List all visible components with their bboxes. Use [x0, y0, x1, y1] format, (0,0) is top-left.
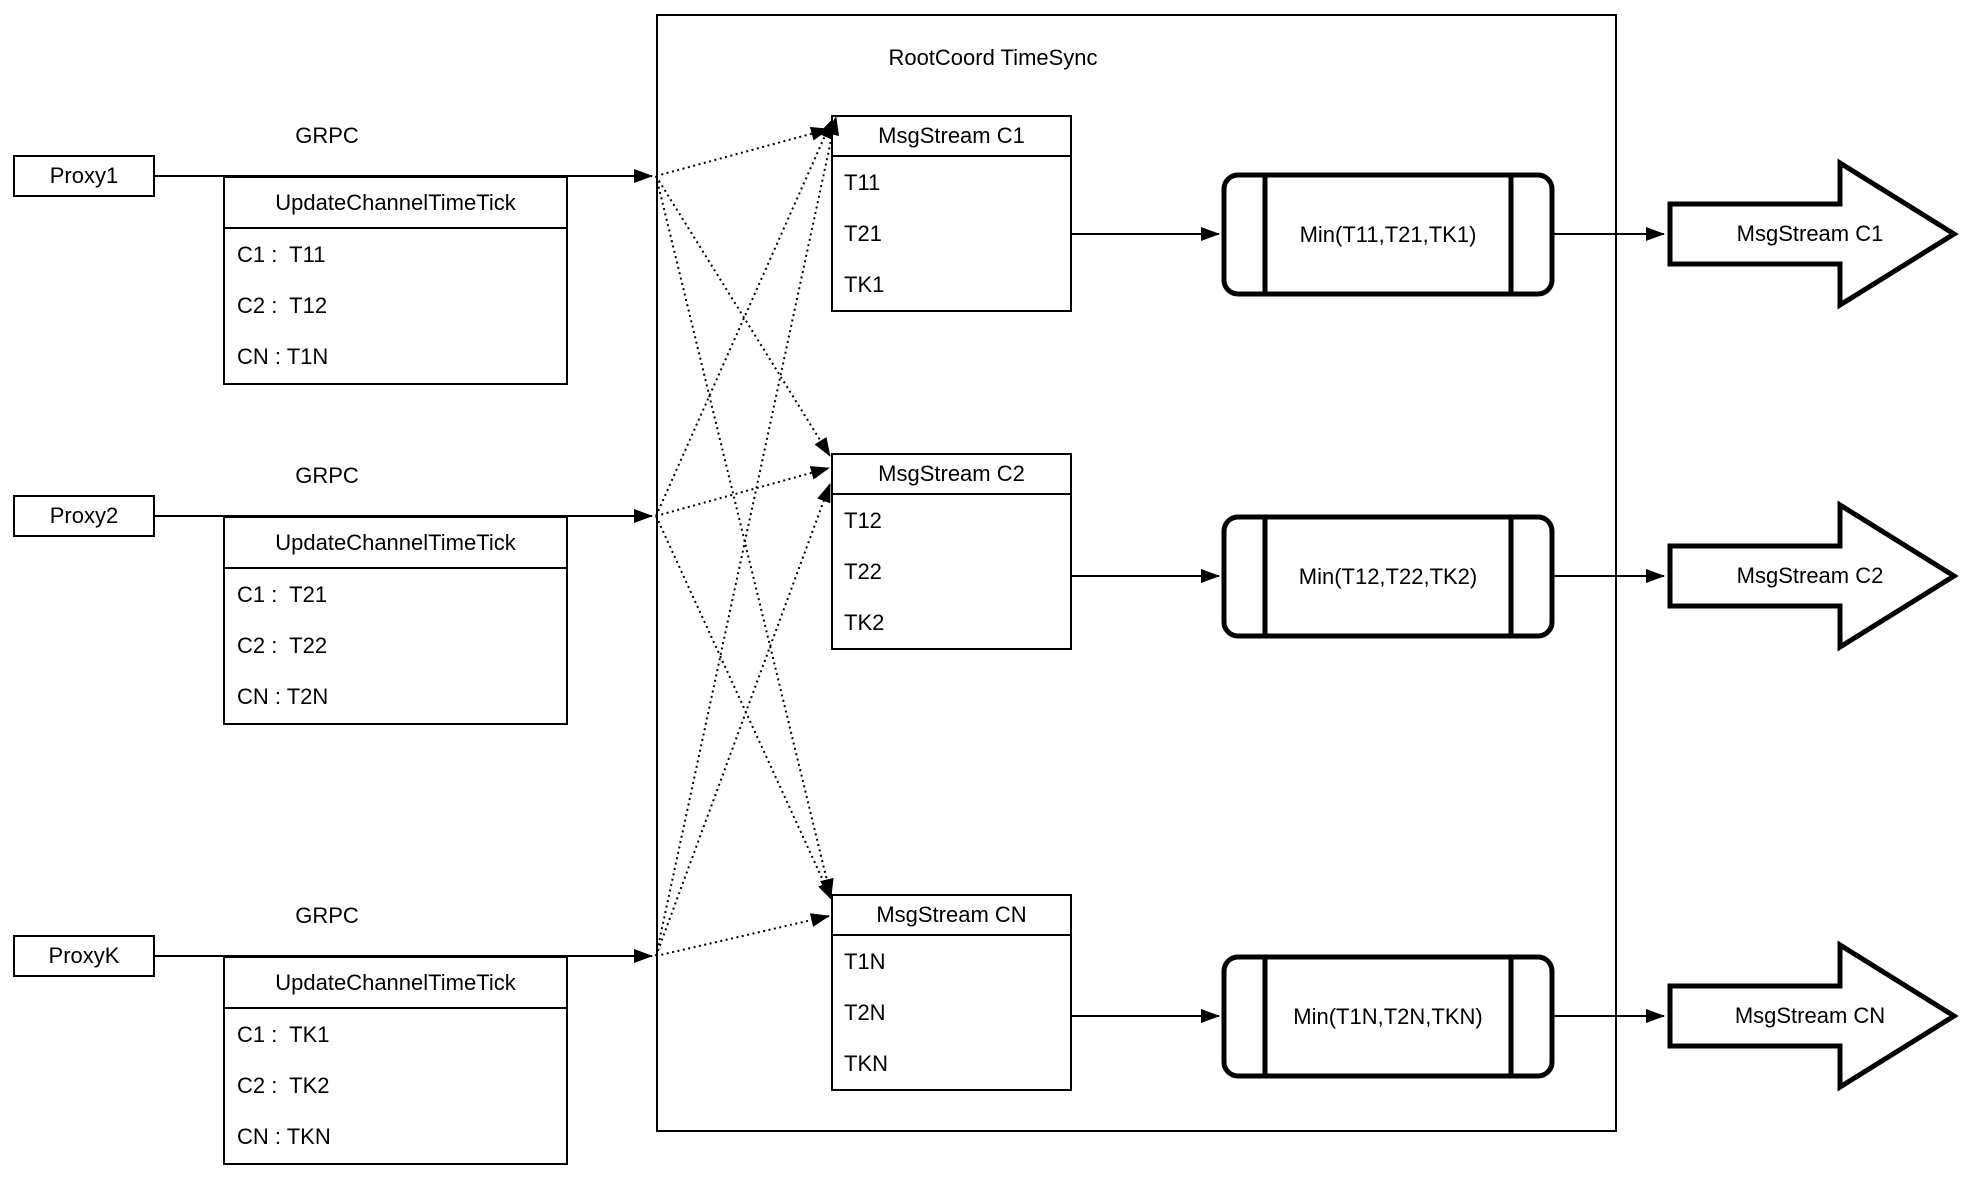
timetick-row: CN : T1N — [237, 344, 329, 370]
msgstream-table-cn: MsgStream CN T1N T2N TKN — [831, 894, 1072, 1091]
msgstream-row: TK2 — [844, 609, 885, 635]
msgstream-table-c1: MsgStream C1 T11 T21 TK1 — [831, 115, 1072, 312]
timetick-header: UpdateChannelTimeTick — [225, 958, 566, 1009]
msgstream-row: T21 — [844, 220, 882, 246]
proxy1-box: Proxy1 — [13, 155, 155, 197]
msgstream-row: T1N — [844, 948, 886, 974]
output-arrow-label-1: MsgStream C1 — [1736, 221, 1884, 246]
timetick-header: UpdateChannelTimeTick — [225, 178, 566, 229]
msgstream-header: MsgStream C1 — [833, 117, 1070, 157]
timetick-row: C2 : TK2 — [237, 1072, 330, 1098]
grpc-label-3: GRPC — [295, 903, 359, 928]
output-arrow-label-2: MsgStream C2 — [1736, 563, 1884, 588]
timetick-row: C1 : TK1 — [237, 1021, 330, 1047]
timetick-table-3: UpdateChannelTimeTick C1 : TK1 C2 : TK2 … — [223, 956, 568, 1165]
proxyk-box: ProxyK — [13, 935, 155, 977]
timetick-row: CN : T2N — [237, 684, 329, 710]
msgstream-row: T22 — [844, 558, 882, 584]
proxy2-box: Proxy2 — [13, 495, 155, 537]
min-process-label-1: Min(T11,T21,TK1) — [1299, 221, 1477, 247]
msgstream-header: MsgStream CN — [833, 896, 1070, 936]
timetick-header: UpdateChannelTimeTick — [225, 518, 566, 569]
msgstream-row: T11 — [844, 169, 881, 195]
timetick-table-1: UpdateChannelTimeTick C1 : T11 C2 : T12 … — [223, 176, 568, 385]
rootcoord-title: RootCoord TimeSync — [888, 45, 1098, 70]
timetick-row: C2 : T12 — [237, 292, 328, 318]
min-process-label-2: Min(T12,T22,TK2) — [1298, 563, 1478, 589]
min-process-label-3: Min(T1N,T2N,TKN) — [1293, 1003, 1483, 1029]
timetick-row: C1 : T11 — [237, 241, 326, 267]
msgstream-header: MsgStream C2 — [833, 455, 1070, 495]
msgstream-row: TKN — [844, 1050, 888, 1076]
timetick-row: CN : TKN — [237, 1124, 331, 1150]
grpc-label-2: GRPC — [295, 463, 359, 488]
proxy1-label: Proxy1 — [49, 163, 119, 188]
msgstream-row: TK1 — [844, 271, 885, 297]
msgstream-row: T12 — [844, 507, 882, 533]
output-arrow-label-3: MsgStream CN — [1734, 1003, 1886, 1028]
timetick-table-2: UpdateChannelTimeTick C1 : T21 C2 : T22 … — [223, 516, 568, 725]
proxy2-label: Proxy2 — [49, 503, 119, 528]
msgstream-table-c2: MsgStream C2 T12 T22 TK2 — [831, 453, 1072, 650]
proxyk-label: ProxyK — [48, 943, 120, 968]
grpc-label-1: GRPC — [295, 123, 359, 148]
output-arrow-shape — [1667, 158, 1959, 1092]
timetick-row: C1 : T21 — [237, 581, 328, 607]
msgstream-row: T2N — [844, 999, 886, 1025]
timetick-row: C2 : T22 — [237, 632, 328, 658]
